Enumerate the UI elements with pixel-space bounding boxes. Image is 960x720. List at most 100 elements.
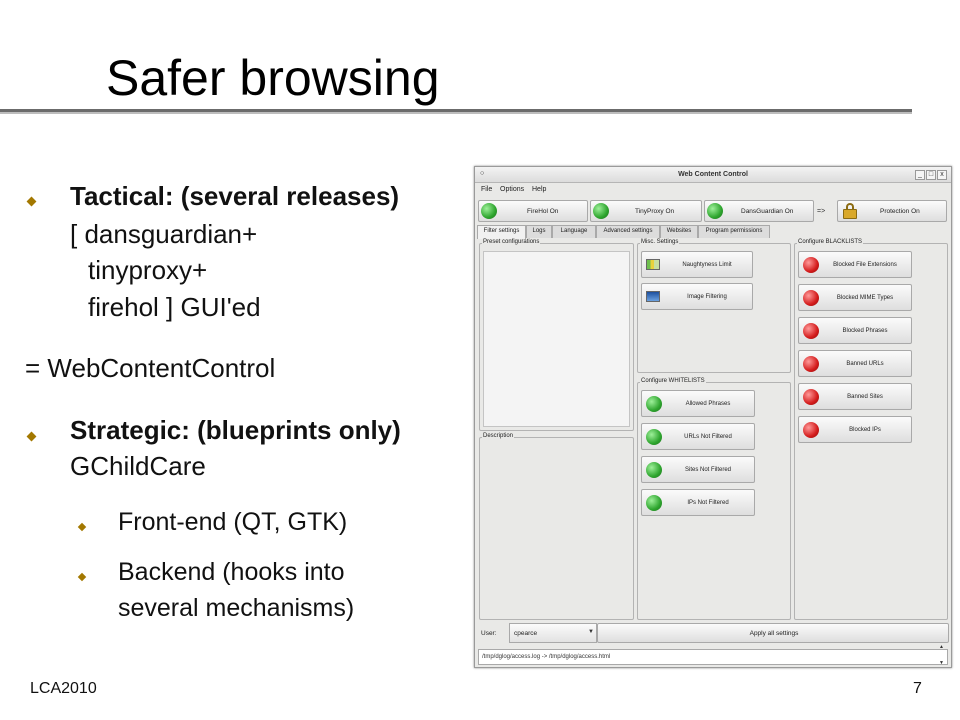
sites-not-filtered-label: Sites Not Filtered [684,467,732,473]
log-line: /tmp/dglog/access.log -> /tmp/dglog/acce… [482,654,611,660]
status-led-icon [803,257,819,273]
status-led-icon [481,203,497,219]
status-led-icon [646,495,662,511]
close-button[interactable]: x [937,170,947,180]
blocked-mime-types-button[interactable]: Blocked MIME Types [798,284,912,311]
title-underline-shadow [0,112,912,114]
tab-filter-settings[interactable]: Filter settings [477,225,526,239]
blocked-mime-types-label: Blocked MIME Types [836,295,894,301]
ips-not-filtered-button[interactable]: IPs Not Filtered [641,489,755,516]
tab-logs[interactable]: Logs [526,225,552,238]
footer-label: LCA2010 [30,680,97,697]
user-label: User: [481,630,497,637]
blocked-phrases-button[interactable]: Blocked Phrases [798,317,912,344]
blocked-file-extensions-button[interactable]: Blocked File Extensions [798,251,912,278]
window-titlebar: ○ Web Content Control _ □ x [475,167,951,183]
protection-toggle-button[interactable]: Protection On [837,200,947,222]
app-window: ○ Web Content Control _ □ x File Options… [474,166,952,668]
text-webcontentcontrol: = WebContentControl [25,353,276,383]
tinyproxy-label: TinyProxy On [635,208,675,215]
status-led-icon [593,203,609,219]
sites-not-filtered-button[interactable]: Sites Not Filtered [641,456,755,483]
text-dansguardian: [ dansguardian+ [70,219,258,249]
banned-urls-button[interactable]: Banned URLs [798,350,912,377]
banned-urls-label: Banned URLs [846,361,884,367]
title-underline [0,109,912,112]
image-filtering-label: Image Filtering [687,294,727,300]
window-icon: ○ [480,170,485,177]
maximize-button[interactable]: □ [926,170,936,180]
bullet-tactical: Tactical: (several releases) [70,181,400,211]
apply-all-settings-button[interactable]: Apply all settings [597,623,949,643]
minimize-button[interactable]: _ [915,170,925,180]
scroll-down-icon[interactable]: ▼ [939,660,944,666]
blacklists-title: Configure BLACKLISTS [797,239,864,245]
firehol-toggle-button[interactable]: FireHol On [478,200,588,222]
misc-settings-title: Misc. Settings [640,239,680,245]
page-number: 7 [913,680,922,697]
text-gchildcare: GChildCare [70,451,206,481]
naughtyness-limit-button[interactable]: Naughtyness Limit [641,251,753,278]
status-led-icon [803,290,819,306]
blacklists-group [794,243,948,620]
sub-bullet-backend: Backend (hooks into [118,558,345,586]
ips-not-filtered-label: IPs Not Filtered [687,500,729,506]
text-tinyproxy: tinyproxy+ [88,255,208,285]
protection-label: Protection On [880,208,920,215]
preset-list[interactable] [483,251,630,427]
tab-language[interactable]: Language [552,225,596,238]
preset-configurations-title: Preset configurations [482,239,541,245]
naughtyness-label: Naughtyness Limit [682,262,732,268]
status-led-icon [803,323,819,339]
firehol-label: FireHol On [527,208,559,215]
sub-bullet-frontend: Front-end (QT, GTK) [118,508,348,536]
banned-sites-button[interactable]: Banned Sites [798,383,912,410]
sub-bullet-marker [77,572,87,582]
image-filtering-button[interactable]: Image Filtering [641,283,753,310]
description-group [479,437,634,620]
image-icon [646,291,660,302]
allowed-phrases-label: Allowed Phrases [685,401,731,407]
blocked-ips-button[interactable]: Blocked IPs [798,416,912,443]
bullet-strategic: Strategic: (blueprints only) [70,415,401,445]
tab-websites[interactable]: Websites [660,225,698,238]
sub-bullet-marker [77,522,87,532]
chevron-down-icon: ▼ [588,629,594,635]
description-title: Description [482,433,515,439]
blocked-file-extensions-label: Blocked File Extensions [833,262,897,268]
log-output[interactable]: /tmp/dglog/access.log -> /tmp/dglog/acce… [478,649,948,665]
tab-advanced-settings[interactable]: Advanced settings [596,225,660,238]
allowed-phrases-button[interactable]: Allowed Phrases [641,390,755,417]
lock-icon [843,203,857,219]
bullet-marker [26,196,37,207]
banned-sites-label: Banned Sites [847,394,883,400]
dansguardian-toggle-button[interactable]: DansGuardian On [704,200,814,222]
user-value: cpearce [514,630,538,637]
text-firehol: firehol ] GUI'ed [88,292,261,322]
preset-configurations-group [479,243,634,431]
tinyproxy-toggle-button[interactable]: TinyProxy On [590,200,702,222]
scroll-up-icon[interactable]: ▲ [939,644,944,650]
window-title: Web Content Control [678,171,748,178]
apply-label: Apply all settings [749,630,799,637]
menu-help[interactable]: Help [532,186,547,193]
urls-not-filtered-button[interactable]: URLs Not Filtered [641,423,755,450]
slide-title: Safer browsing [106,50,440,106]
menu-options[interactable]: Options [500,186,525,193]
bullet-marker [26,431,37,442]
user-select[interactable]: cpearce ▼ [509,623,597,643]
tab-program-permissions[interactable]: Program permissions [698,225,770,238]
chart-icon [646,259,660,270]
sub-bullet-backend-cont: several mechanisms) [118,594,355,622]
whitelists-title: Configure WHITELISTS [640,378,706,384]
status-led-icon [646,429,662,445]
misc-settings-group [637,243,791,373]
menu-bar: File Options Help [475,183,951,197]
arrow-indicator: => [817,208,826,215]
menu-file[interactable]: File [481,186,493,193]
status-led-icon [803,422,819,438]
status-led-icon [803,389,819,405]
status-led-icon [646,462,662,478]
whitelists-group [637,382,791,620]
status-led-icon [803,356,819,372]
